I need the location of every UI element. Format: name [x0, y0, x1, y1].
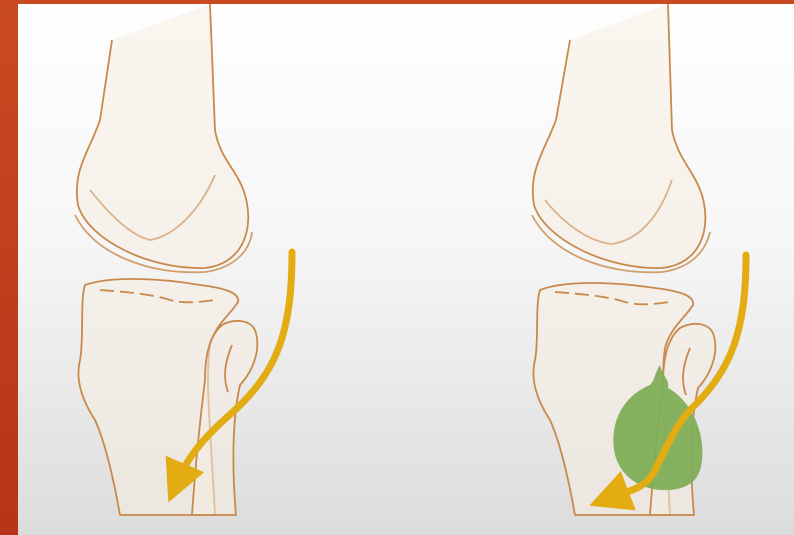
knee-diagram: [18, 4, 794, 535]
femur-left: [77, 4, 248, 268]
femur-right: [533, 4, 706, 268]
slide-panel: [18, 4, 794, 535]
knee-left: [75, 4, 257, 515]
